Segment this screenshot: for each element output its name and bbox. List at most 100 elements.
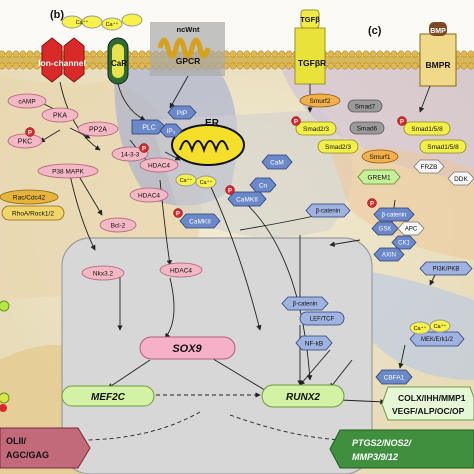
frzb-node[interactable] [413, 159, 445, 174]
camp-node[interactable] [7, 93, 47, 109]
ca-ion-label-1: Ca⁺⁺ [76, 19, 89, 26]
smurf1-node[interactable] [361, 149, 399, 164]
camkii-a-label: CaMKII [236, 196, 258, 203]
runx2-node[interactable] [261, 384, 345, 408]
left-edge-markers [0, 300, 10, 412]
phosphate-icon [397, 116, 407, 126]
hdac4b-node[interactable] [129, 187, 169, 203]
phosphate-icon [173, 208, 183, 218]
output-ptgs [329, 429, 474, 469]
axin-node[interactable] [373, 247, 405, 262]
misc-nodes: Rac/Cdc42RhoA/Rock1/2Smurf2Smad2/3Smad2/… [0, 93, 474, 335]
pi3k-node[interactable] [419, 261, 473, 276]
lef-label: LEF/TCF [310, 317, 335, 323]
mef2c-node[interactable] [61, 385, 155, 407]
tgfbr-receptor[interactable] [294, 9, 326, 85]
cn-node[interactable] [249, 177, 277, 193]
hdac4a-label: HDAC4 [148, 162, 170, 169]
calcium-ion-4 [429, 319, 451, 333]
smad158-p-node[interactable] [403, 121, 451, 136]
panel-label-c: (c) [368, 25, 382, 37]
calcium-ion-label: Ca⁺⁺ [180, 177, 193, 184]
er-label: ER [205, 118, 220, 129]
sox9-node[interactable] [139, 336, 236, 360]
smad6-node[interactable] [349, 121, 385, 135]
calcium-ion-label: Ca⁺⁺ [414, 325, 427, 332]
ddk-node[interactable] [447, 171, 474, 186]
pkc-node[interactable] [7, 133, 43, 149]
phosphate-icon [139, 143, 149, 153]
smad158-node[interactable] [419, 139, 467, 154]
nfkb-label: NF-kB [305, 340, 323, 347]
smurf2-node[interactable] [299, 93, 341, 108]
gpcr-label: GPCR [176, 56, 201, 66]
camkii-a-node[interactable] [227, 191, 267, 207]
nkx-node[interactable] [81, 265, 125, 281]
bcl2-node[interactable] [99, 217, 137, 233]
phosphate-icon [25, 127, 35, 137]
ip3-node[interactable] [159, 123, 183, 138]
bcat-nuc-node[interactable] [281, 296, 329, 311]
mef2c-label: MEF2C [91, 392, 126, 403]
bcat-node[interactable] [305, 203, 351, 218]
output-colx [381, 386, 474, 421]
smad158-label: Smad1/5/8 [427, 144, 459, 151]
smurf1-label: Smurf1 [370, 154, 391, 161]
ck1-label: CK1 [398, 241, 410, 247]
phosphate-label: P [142, 146, 146, 152]
bcat-nuc-label: β-catenin [293, 302, 318, 308]
hdac4-nuc-node[interactable] [159, 262, 203, 278]
axin-label: AXIN [382, 253, 396, 259]
cam-node[interactable] [261, 154, 293, 170]
gsk-node[interactable] [371, 221, 399, 236]
cbfa1-node[interactable] [375, 369, 413, 385]
grem1-node[interactable] [357, 169, 401, 185]
pka-label: PKA [53, 112, 67, 119]
camkii-b-node[interactable] [179, 213, 221, 229]
gsk-label: GSK [379, 227, 392, 233]
smad23-label: Smad2/3 [325, 144, 351, 151]
pp2a-node[interactable] [77, 121, 119, 137]
smad6-label: Smad6 [357, 125, 378, 132]
camkii-b-label: CaMKII [189, 218, 211, 225]
apc-node[interactable] [397, 221, 425, 236]
blue-nodes: PLCPIPIP₃CaMCnCaMKIICaMKIISmad7Smad6GSKC… [131, 99, 473, 385]
p38-node[interactable] [37, 163, 99, 179]
p1433-node[interactable] [111, 146, 149, 162]
ca-ion-label-2: Ca⁺⁺ [106, 21, 119, 28]
smad7-node[interactable] [347, 99, 383, 113]
pka-node[interactable] [41, 107, 79, 123]
output-col2 [0, 427, 91, 469]
bmpr-receptor[interactable] [419, 22, 457, 87]
nkx-label: Nkx3.2 [93, 270, 114, 277]
rac-node[interactable] [0, 189, 59, 205]
smad23-node[interactable] [317, 139, 359, 154]
calcium-ion-2 [195, 175, 217, 189]
ion-channel[interactable] [41, 37, 85, 83]
bcat-p-label: β-catenin [382, 213, 407, 219]
output-mmp-label: MMP3/9/12 [352, 452, 398, 462]
ck1-node[interactable] [391, 235, 417, 250]
lef-node[interactable] [299, 311, 345, 326]
car-receptor[interactable] [107, 37, 129, 85]
mek-node[interactable] [409, 331, 465, 347]
phosphate-label: P [370, 201, 374, 207]
runx2-label: RUNX2 [286, 392, 320, 403]
bcat-p-node[interactable] [373, 207, 415, 222]
pip-node[interactable] [167, 105, 197, 120]
hdac4b-label: HDAC4 [138, 192, 160, 199]
nfkb-node[interactable] [295, 335, 333, 351]
calcium-ion-label: Ca⁺⁺ [434, 323, 447, 330]
output-col2-label: OLII/ [6, 436, 26, 446]
gpcr-receptor[interactable] [150, 22, 225, 76]
rho-label: RhoA/Rock1/2 [12, 210, 54, 217]
rho-node[interactable] [1, 205, 65, 221]
tgfbr-label: TGFβR [298, 58, 326, 68]
cam-label: CaM [270, 159, 284, 166]
phosphate-label: P [28, 130, 32, 136]
hdac4a-node[interactable] [139, 157, 179, 173]
smad23-p-node[interactable] [295, 121, 337, 136]
calcium-ions-top [61, 13, 143, 31]
